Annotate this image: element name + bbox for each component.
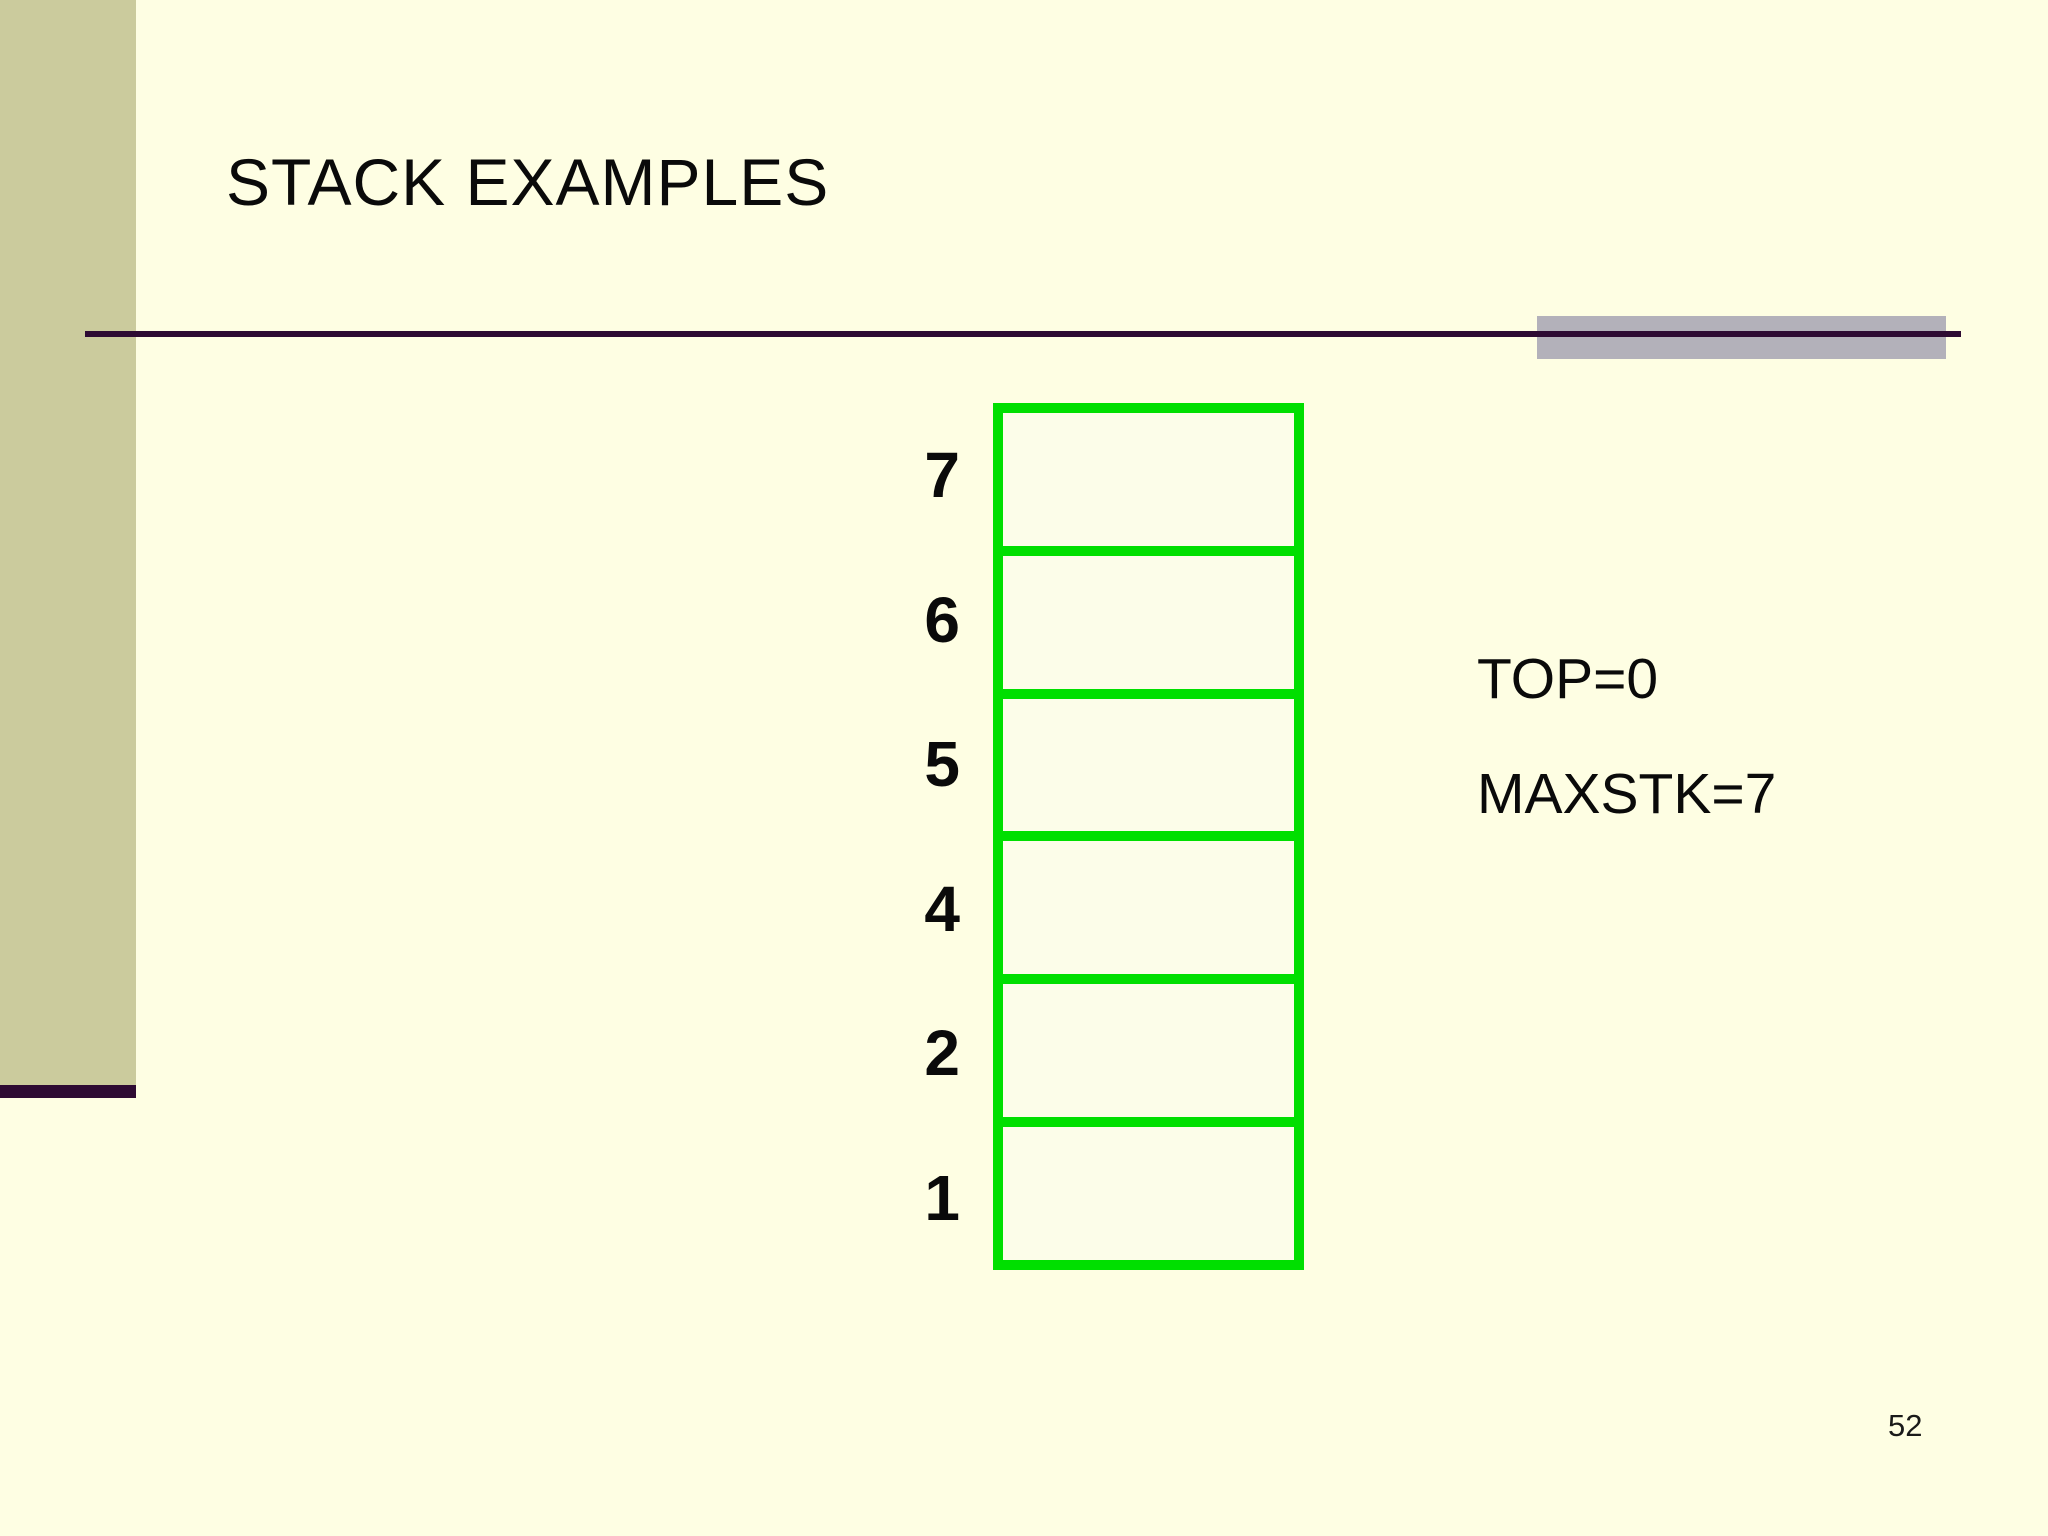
- stack-index-label: 5: [924, 728, 960, 801]
- stack-cell: [1003, 688, 1294, 832]
- stack-index-label: 4: [924, 872, 960, 945]
- stack-cell: [1003, 545, 1294, 689]
- left-accent-bar-underline: [0, 1085, 136, 1098]
- stack-index-label: 7: [924, 439, 960, 512]
- gray-accent-bar: [1537, 316, 1946, 359]
- stack-cell: [1003, 974, 1294, 1118]
- stack-cell: [1003, 413, 1294, 546]
- page-number: 52: [1888, 1408, 1923, 1443]
- top-pointer-annotation: TOP=0: [1477, 647, 1659, 711]
- stack-index-label: 2: [924, 1017, 960, 1090]
- stack-index-label: 1: [924, 1161, 960, 1234]
- stack-diagram: [993, 403, 1304, 1270]
- stack-index-labels: 7 6 5 4 2 1: [830, 403, 960, 1270]
- title-divider-line: [85, 331, 1961, 337]
- stack-index-label: 6: [924, 583, 960, 656]
- stack-cell: [1003, 831, 1294, 975]
- left-accent-bar: [0, 0, 136, 1085]
- slide-title: STACK EXAMPLES: [226, 145, 830, 219]
- stack-cell: [1003, 1117, 1294, 1260]
- maxstk-annotation: MAXSTK=7: [1477, 762, 1777, 826]
